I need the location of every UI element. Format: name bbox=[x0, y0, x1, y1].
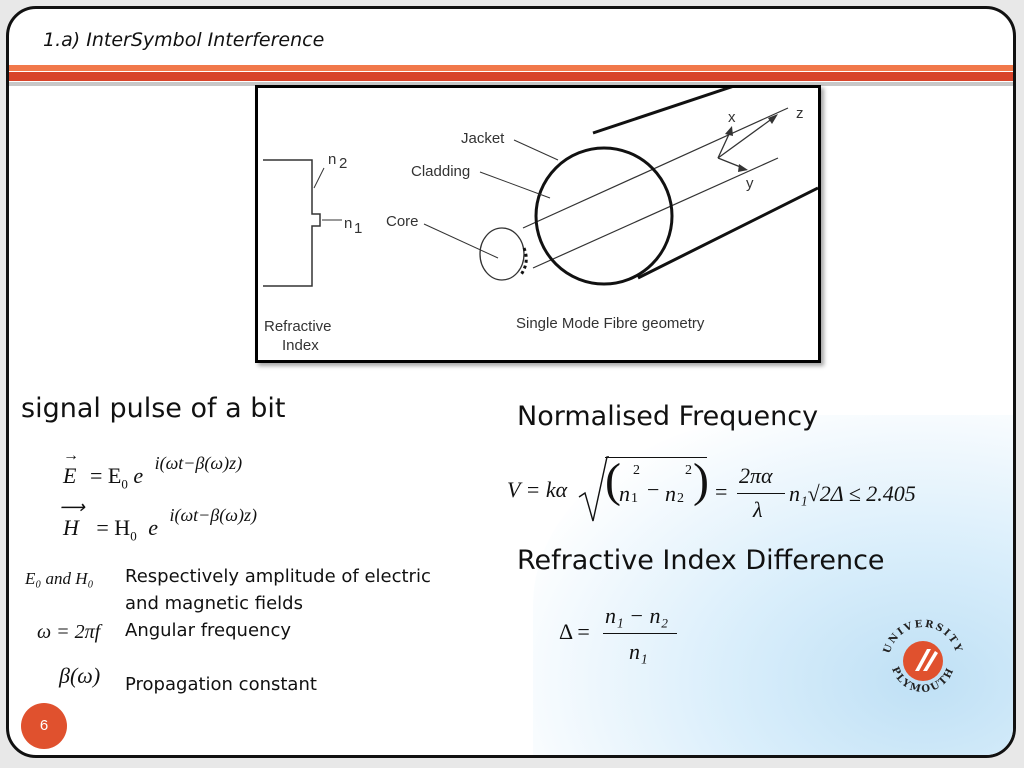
background-water-image bbox=[533, 415, 1013, 755]
core-dashed-arc bbox=[518, 247, 528, 277]
n2-subscript: 2 bbox=[339, 155, 347, 172]
n2-label: n bbox=[328, 151, 336, 168]
normalised-frequency-heading: Normalised Frequency bbox=[517, 401, 819, 432]
v-eq-minus: − bbox=[647, 477, 660, 502]
refractive-index-difference-heading: Refractive Index Difference bbox=[517, 545, 885, 576]
vector-arrow-icon: ⟶ bbox=[59, 497, 85, 517]
refractive-label-line2: Index bbox=[282, 337, 319, 354]
fibre-geometry-figure: n 2 n 1 Refractive Index x bbox=[255, 76, 821, 363]
v-eq-n-a-sub: 1 bbox=[631, 491, 638, 506]
def-text-amplitude-line1: Respectively amplitude of electric bbox=[125, 566, 431, 587]
h-field-exp-base: e bbox=[148, 515, 158, 540]
delta-eq-frac-bar bbox=[603, 633, 677, 634]
core-top-line bbox=[522, 107, 789, 229]
v-eq-lhs: V = kα bbox=[507, 477, 568, 502]
axis-z-label: z bbox=[796, 105, 804, 122]
def-text-propagation-constant: Propagation constant bbox=[125, 674, 317, 695]
def-symbol-beta: β(ω) bbox=[59, 663, 101, 688]
h-field-sub: 0 bbox=[130, 528, 137, 544]
h-field-rhs: = H bbox=[96, 515, 131, 540]
h-field-exponent: i(ωt−β(ω)z) bbox=[169, 505, 257, 525]
normalised-frequency-equation: V = kα ( n 1 2 − n 2 2 ) = 2πα λ n₁√2Δ ≤… bbox=[507, 454, 937, 535]
cladding-label: Cladding bbox=[411, 163, 470, 180]
n2-leader-line bbox=[313, 167, 325, 189]
n1-label: n bbox=[344, 215, 352, 232]
e-field-rhs: = E bbox=[89, 463, 122, 488]
h-field-equation: ⟶ H = H0 e i(ωt−β(ω)z) bbox=[59, 497, 257, 544]
axis-x-label: x bbox=[728, 109, 736, 126]
jacket-label: Jacket bbox=[461, 130, 505, 147]
delta-equation: Δ = n₁ − n₂ n₁ bbox=[559, 601, 719, 681]
axis-x-arrow bbox=[725, 126, 733, 136]
core-ellipse bbox=[479, 227, 525, 281]
v-eq-equals: = bbox=[715, 479, 728, 504]
e-field-lhs: E bbox=[63, 463, 77, 488]
e-field-sub: 0 bbox=[121, 476, 128, 492]
jacket-bottom-line bbox=[637, 186, 819, 280]
def-symbol-e0-h0: E₀ and H₀ bbox=[25, 569, 94, 588]
def-text-amplitude-line2: and magnetic fields bbox=[125, 593, 303, 614]
h-field-lhs: H bbox=[63, 515, 79, 540]
university-of-plymouth-logo: UNIVERSITY PLYMOUTH bbox=[882, 619, 962, 696]
v-eq-n-b: n bbox=[665, 481, 676, 506]
v-eq-tail: n₁√2Δ ≤ 2.405 bbox=[789, 481, 916, 506]
jacket-leader bbox=[513, 139, 559, 161]
jacket-top-line bbox=[592, 76, 759, 135]
cladding-leader bbox=[479, 171, 551, 199]
left-paren: ( bbox=[605, 454, 621, 507]
delta-eq-num: n₁ − n₂ bbox=[605, 603, 669, 628]
fibre-diagram: n 2 n 1 Refractive Index x bbox=[263, 76, 819, 354]
figure-caption: Single Mode Fibre geometry bbox=[516, 315, 705, 332]
e-field-exp-base: e bbox=[133, 463, 144, 488]
v-eq-n-a: n bbox=[619, 481, 630, 506]
vector-arrow-icon: → bbox=[63, 447, 79, 464]
def-symbol-omega: ω = 2πf bbox=[37, 621, 101, 643]
core-bottom-line bbox=[532, 157, 779, 269]
index-profile-line bbox=[263, 159, 321, 287]
v-eq-frac-bar bbox=[737, 493, 785, 494]
e-field-equation: → E = E0 e i(ωt−β(ω)z) bbox=[63, 447, 242, 492]
def-text-amplitude: Respectively amplitude of electric and m… bbox=[125, 563, 431, 617]
sqrt-bar bbox=[605, 457, 707, 458]
jacket-circle bbox=[534, 146, 674, 286]
v-eq-n-a-sup: 2 bbox=[633, 463, 640, 478]
page-number-badge: 6 bbox=[21, 703, 67, 749]
n1-subscript: 1 bbox=[354, 220, 362, 237]
refractive-label-line1: Refractive bbox=[264, 318, 332, 335]
axis-z-line bbox=[717, 117, 774, 159]
axis-y-arrow bbox=[738, 164, 748, 172]
delta-eq-lhs: Δ = bbox=[559, 619, 590, 644]
v-eq-n-b-sup: 2 bbox=[685, 463, 692, 478]
v-eq-frac-den: λ bbox=[753, 497, 763, 522]
axis-x-line bbox=[717, 131, 731, 159]
e-field-exponent: i(ωt−β(ω)z) bbox=[154, 453, 243, 473]
header-band-grey bbox=[9, 82, 1013, 86]
right-paren: ) bbox=[693, 454, 709, 507]
def-text-angular-frequency: Angular frequency bbox=[125, 620, 291, 641]
v-eq-frac-num: 2πα bbox=[739, 463, 773, 488]
delta-eq-den: n₁ bbox=[629, 639, 648, 664]
header-band-dark bbox=[9, 72, 1013, 81]
axis-y-label: y bbox=[746, 175, 754, 192]
header-band-light bbox=[9, 65, 1013, 71]
axis-z-arrow bbox=[768, 114, 778, 124]
slide-title: 1.a) InterSymbol Interference bbox=[43, 29, 325, 51]
v-eq-n-b-sub: 2 bbox=[677, 491, 684, 506]
core-leader bbox=[423, 223, 499, 259]
slide: 1.a) InterSymbol Interference n 2 n 1 Re… bbox=[6, 6, 1016, 758]
core-label: Core bbox=[386, 213, 419, 230]
signal-pulse-heading: signal pulse of a bit bbox=[21, 393, 286, 424]
